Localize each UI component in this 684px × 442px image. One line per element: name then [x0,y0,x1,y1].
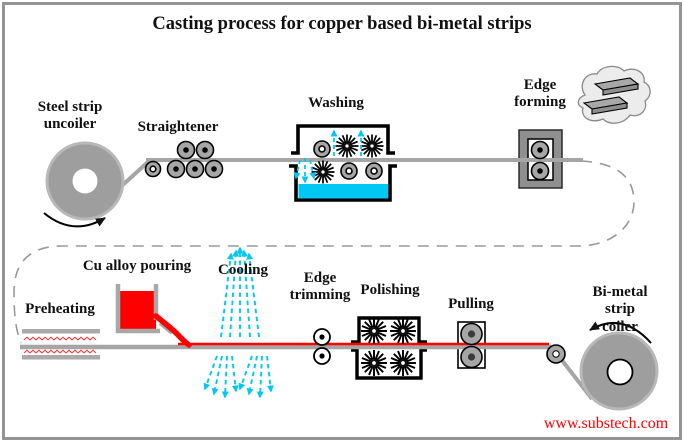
label-edge-trimming: Edge trimming [289,270,351,304]
pouring-ladle [115,284,174,335]
polishing-brush [360,317,388,345]
bimetal-strip-coiler [579,321,659,411]
label-preheating: Preheating [25,301,95,317]
washing-rollers [313,140,383,180]
edge-trimming-cutters [313,328,331,365]
heat-waves-top [23,336,97,341]
deflector-roller [546,344,566,364]
washing-water [298,184,388,199]
label-pulling: Pulling [448,296,494,312]
washing-tank [289,124,397,202]
rotation-arrow [589,321,652,344]
edge-forming-rollers [530,140,550,181]
polishing-housing [351,316,427,380]
label-polishing: Polishing [360,282,420,298]
pour-stream [153,313,192,348]
label-uncoiler: Steel strip uncoiler [37,99,103,133]
label-cooling: Cooling [217,262,269,278]
edge-formed-strip-inset [577,65,651,124]
heat-waves-bottom [23,349,97,354]
cooling-spray-arrows [203,246,274,399]
preheater [22,329,100,360]
washing-brush [359,133,385,159]
rotation-arrow [43,212,106,228]
label-straightener: Straightener [137,119,219,135]
label-cu-pouring: Cu alloy pouring [82,258,192,274]
steel-strip-uncoiler [43,141,125,228]
diagram-title: Casting process for copper based bi-meta… [152,14,532,34]
polishing-brush [389,349,417,377]
washing-brush [310,159,336,185]
washing-spray-arrows [293,129,365,184]
polishing-brush [360,349,388,377]
label-coiler: Bi-metal strip coiler [592,284,648,335]
watermark-text: www.substech.com [543,415,669,432]
molten-copper [120,291,156,331]
label-edge-forming: Edge forming [514,77,566,111]
polishing-brush [389,317,417,345]
dashed-return-path [13,160,635,344]
label-washing: Washing [308,95,364,111]
washing-brush [334,133,360,159]
pulling-rollers [460,322,483,369]
straightener-rollers [144,140,224,179]
